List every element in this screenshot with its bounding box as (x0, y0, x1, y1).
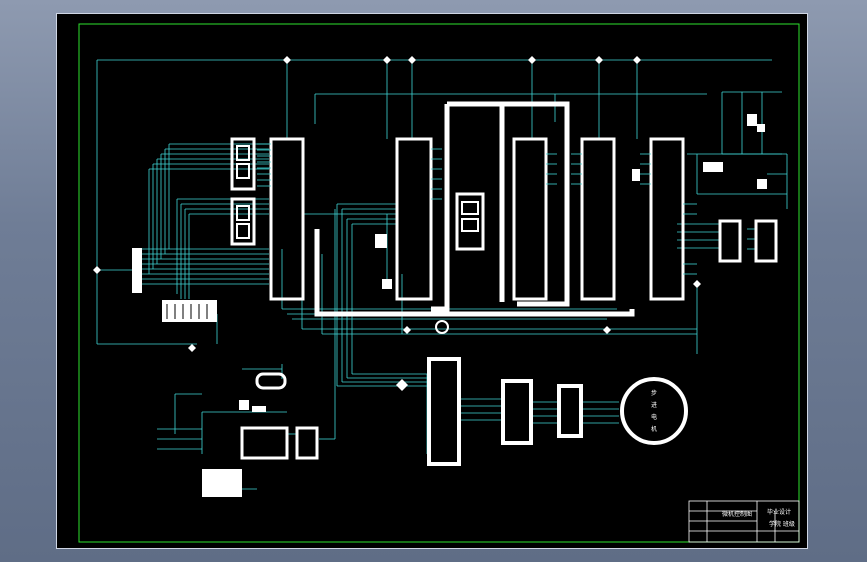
circuit-schematic: 步 进 电 机 微机控制图 毕业设计 学院 班级 (78, 23, 800, 543)
motor-char-2: 进 (651, 401, 657, 409)
ring-distributor-box (427, 357, 461, 466)
drawing-frame (78, 23, 800, 543)
ic-u6-8255 (649, 137, 685, 301)
stepper-motor (620, 377, 688, 445)
power-module (240, 426, 289, 460)
data-bus (314, 101, 635, 317)
wire-net (96, 59, 788, 494)
school-name: 学院 班级 (769, 520, 795, 528)
power-amplifier-box (501, 379, 533, 445)
motor-char-1: 步 (651, 389, 657, 397)
ic-u4-eprom (512, 137, 548, 301)
ic-u3-latch (455, 192, 485, 251)
stepper-driver-box (557, 384, 583, 438)
junction-nodes (93, 56, 701, 391)
drawing-sheet: 步 进 电 机 微机控制图 毕业设计 学院 班级 (56, 13, 808, 549)
motor-char-3: 电 (651, 413, 657, 421)
ic-u1-8155 (269, 137, 305, 301)
drive-chain (427, 357, 688, 466)
ic-u5-ram (580, 137, 616, 301)
ic-u2-8031 (395, 137, 433, 301)
design-type: 毕业设计 (767, 508, 791, 516)
seven-seg-display-1 (230, 137, 256, 191)
title-block (688, 500, 800, 543)
seven-seg-display-2 (230, 197, 256, 246)
ic-chips (230, 137, 778, 301)
ic-relay-1 (718, 219, 742, 263)
ic-relay-2 (754, 219, 778, 263)
rectifier-module (295, 426, 319, 460)
drawing-name: 微机控制图 (722, 510, 752, 518)
transformer (255, 372, 287, 390)
connector-header (132, 248, 217, 322)
motor-char-4: 机 (651, 425, 657, 433)
